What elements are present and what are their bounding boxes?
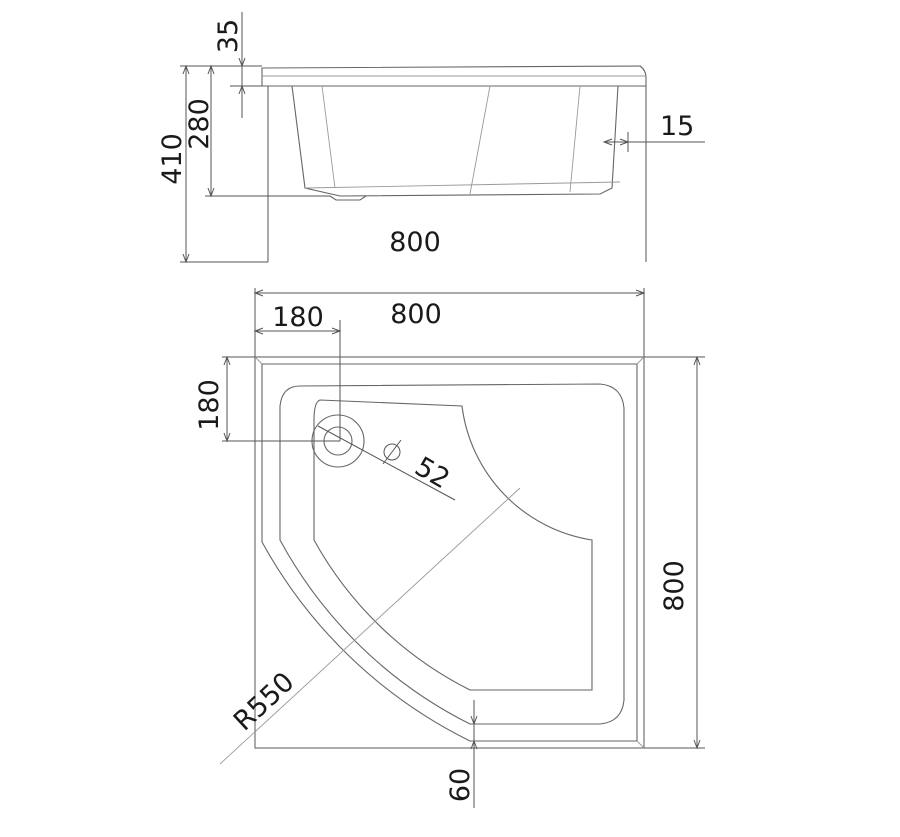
dim-label-r550: R550 — [228, 666, 301, 737]
top-view-outer-edge — [254, 356, 645, 749]
top-view-basin-outer — [279, 383, 625, 725]
dim-label-60: 60 — [445, 768, 476, 802]
dim-label-180-h: 180 — [272, 302, 324, 333]
dim-label-52: 52 — [410, 451, 455, 495]
side-view-body — [291, 85, 619, 197]
side-view: 410 280 35 15 800 — [157, 12, 705, 264]
dim-label-800-top: 800 — [390, 299, 442, 330]
dim-label-800-side: 800 — [389, 227, 441, 258]
top-view-basin-floor — [313, 399, 593, 691]
side-view-drain — [329, 195, 367, 201]
dim-label-180-v: 180 — [194, 379, 225, 431]
dim-label-15: 15 — [660, 111, 694, 142]
dim-label-800-right: 800 — [659, 560, 690, 612]
top-view: 52 800 180 180 800 R550 60 — [194, 288, 705, 808]
top-view-rim-inner — [261, 363, 638, 742]
dim-label-35: 35 — [213, 19, 244, 53]
dim-label-410: 410 — [157, 133, 188, 185]
side-view-rim — [261, 65, 647, 87]
dim-label-280: 280 — [184, 98, 215, 150]
diameter-icon — [383, 443, 401, 461]
